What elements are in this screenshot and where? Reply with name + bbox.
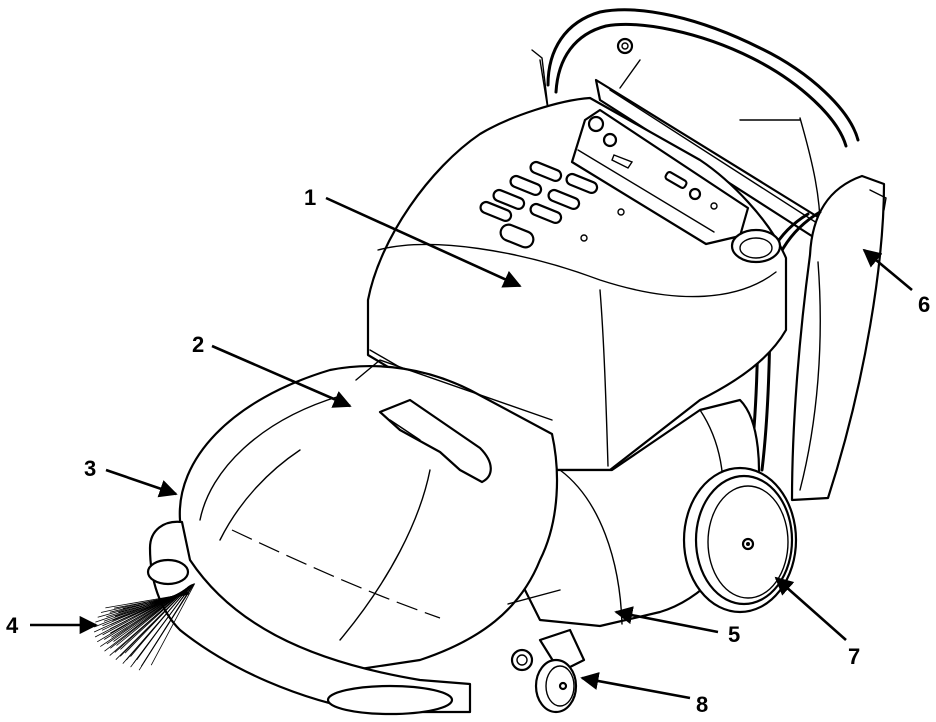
callout-6: 6 <box>862 248 930 317</box>
callout-7: 7 <box>774 576 860 669</box>
broom-bristle <box>130 583 194 668</box>
callout-6-number: 6 <box>918 292 930 317</box>
lid-handle <box>378 398 492 484</box>
rear-wheel <box>682 466 798 614</box>
callout-8: 8 <box>580 672 708 717</box>
callout-2-leader <box>211 344 352 408</box>
broom-bristle <box>100 586 189 647</box>
callout-8-number: 8 <box>696 692 708 717</box>
callout-7-leader <box>774 576 847 641</box>
callout-1-leader <box>325 196 522 288</box>
callout-4-number: 4 <box>6 613 19 638</box>
callout-5-number: 5 <box>728 622 740 647</box>
callout-5-leader <box>614 606 719 634</box>
callout-3: 3 <box>84 456 178 498</box>
callout-3-leader <box>105 468 178 498</box>
broom-bristle <box>122 584 193 664</box>
callout-8-leader <box>580 672 691 700</box>
broom-bristle <box>138 583 195 671</box>
callout-3-number: 3 <box>84 456 96 481</box>
broom-bristle <box>109 585 190 656</box>
callout-1: 1 <box>304 185 522 288</box>
side-broom <box>93 583 196 671</box>
caster-wheel <box>510 628 586 714</box>
front-bumper <box>146 520 472 716</box>
motor-hood <box>366 96 788 472</box>
broom-bristle <box>94 588 188 638</box>
sweeper-illustration <box>93 8 887 716</box>
broom-bristle <box>104 586 189 652</box>
callout-2-number: 2 <box>192 332 204 357</box>
callout-1-number: 1 <box>304 185 316 210</box>
callout-2: 2 <box>192 332 352 408</box>
broom-bristle <box>96 587 188 643</box>
hood-vents <box>479 160 625 249</box>
callout-4: 4 <box>6 613 98 638</box>
callout-6-leader <box>862 248 913 291</box>
debris-bag <box>790 174 887 502</box>
broom-bristle <box>115 584 191 660</box>
callout-5: 5 <box>614 606 740 647</box>
callout-7-number: 7 <box>848 644 860 669</box>
broom-bristle <box>150 583 196 666</box>
